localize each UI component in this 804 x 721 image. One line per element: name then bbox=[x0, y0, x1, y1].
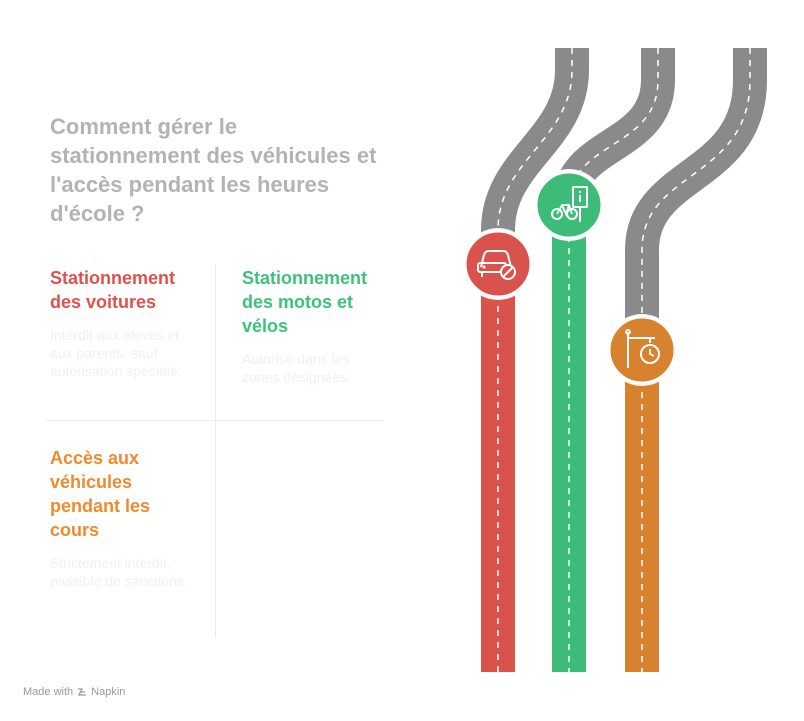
cell-description: Autorisé dans les zones désignées. bbox=[242, 351, 351, 385]
footer-label: Made with bbox=[23, 686, 74, 698]
napkin-logo-icon bbox=[78, 688, 87, 696]
grid-divider-horizontal bbox=[46, 420, 384, 421]
cell-vehicle-access: Accès aux véhicules pendant les cours St… bbox=[50, 446, 200, 590]
cell-car-parking: Stationnement des voitures Interdit aux … bbox=[50, 266, 200, 380]
cell-heading: Stationnement des voitures bbox=[50, 268, 176, 312]
bicycle-info-sign-icon bbox=[533, 169, 605, 241]
cell-moto-bike-parking: Stationnement des motos et vélos Autoris… bbox=[242, 266, 387, 386]
cell-description: Strictement interdit, passible de sancti… bbox=[50, 555, 188, 589]
grid-divider-vertical bbox=[215, 264, 216, 638]
footer-brand: Napkin bbox=[91, 686, 126, 698]
cell-heading: Stationnement des motos et vélos bbox=[242, 268, 368, 336]
cell-heading: Accès aux véhicules pendant les cours bbox=[50, 448, 151, 540]
road-red bbox=[478, 48, 592, 672]
footer-credit: Made with Napkin bbox=[23, 686, 125, 698]
cell-description: Interdit aux élèves et aux parents, sauf… bbox=[50, 327, 182, 379]
road-orange bbox=[622, 48, 770, 672]
car-prohibited-icon bbox=[462, 228, 534, 300]
page-title: Comment gérer le stationnement des véhic… bbox=[50, 114, 377, 226]
clock-sign-icon bbox=[606, 314, 678, 386]
